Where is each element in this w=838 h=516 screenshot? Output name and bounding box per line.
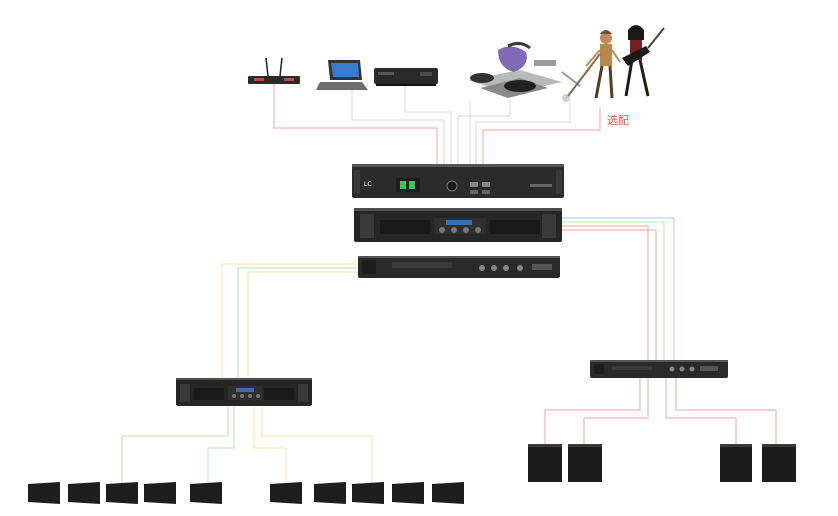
line-rack-to-right-amp-red2: [562, 229, 657, 362]
satellite-speaker: [190, 482, 222, 504]
subwoofers: [528, 444, 796, 482]
satellite-speaker: [314, 482, 346, 504]
subwoofer: [568, 444, 602, 482]
line-player-to-processor: [404, 86, 452, 166]
line-leftamp-to-spk-b: [207, 406, 235, 484]
line-leftamp-to-spk-c: [253, 406, 287, 484]
satellite-speaker: [28, 482, 60, 504]
line-performer-to-processor-2: [482, 108, 601, 166]
connection-lines: [121, 84, 777, 484]
line-rack-to-right-amp-green: [562, 221, 665, 362]
line-rack-to-left-amp-yellow2: [247, 271, 358, 380]
right-subwoofer-amplifier: [590, 360, 728, 378]
line-leftamp-to-spk-d: [261, 406, 373, 484]
line-rightamp-to-sub-a: [544, 378, 641, 446]
digital-processor: LC: [352, 164, 564, 198]
left-zone-amplifier: [176, 378, 312, 406]
satellite-speaker: [68, 482, 100, 504]
line-rightamp-to-sub-b: [583, 378, 649, 446]
satellite-speaker: [392, 482, 424, 504]
line-leftamp-to-spk-a: [121, 406, 229, 484]
line-laptop-to-processor: [351, 90, 445, 166]
line-rack-to-left-amp-yellow: [221, 263, 358, 380]
line-rack-to-right-amp-red: [562, 225, 649, 362]
line-rack-to-right-amp-blue: [562, 217, 675, 362]
rack-signal-processor: [358, 256, 560, 278]
optional-label: 选配: [607, 114, 629, 127]
dj-turntable-icon: [468, 41, 581, 102]
line-dj-to-processor: [457, 100, 511, 166]
wireless-microphone-receiver-icon: [248, 57, 300, 84]
line-performer-to-processor: [475, 100, 571, 166]
performers-icon: [567, 25, 665, 99]
line-rightamp-to-sub-d: [675, 378, 777, 446]
processor-brand-logo: LC: [364, 181, 372, 188]
satellite-speaker: [106, 482, 138, 504]
satellite-speaker: [144, 482, 176, 504]
satellite-speaker: [432, 482, 464, 504]
main-power-amplifier: [354, 208, 562, 242]
satellite-speaker: [270, 482, 302, 504]
line-mic-to-processor: [273, 84, 438, 166]
line-rightamp-to-sub-c: [665, 378, 737, 446]
media-player-icon: [374, 68, 438, 86]
subwoofer: [528, 444, 562, 482]
subwoofer: [762, 444, 796, 482]
satellite-speaker: [352, 482, 384, 504]
satellite-speakers: [28, 482, 464, 504]
line-rack-to-left-amp-green: [237, 267, 358, 380]
subwoofer: [720, 444, 752, 482]
laptop-icon: [316, 60, 368, 90]
